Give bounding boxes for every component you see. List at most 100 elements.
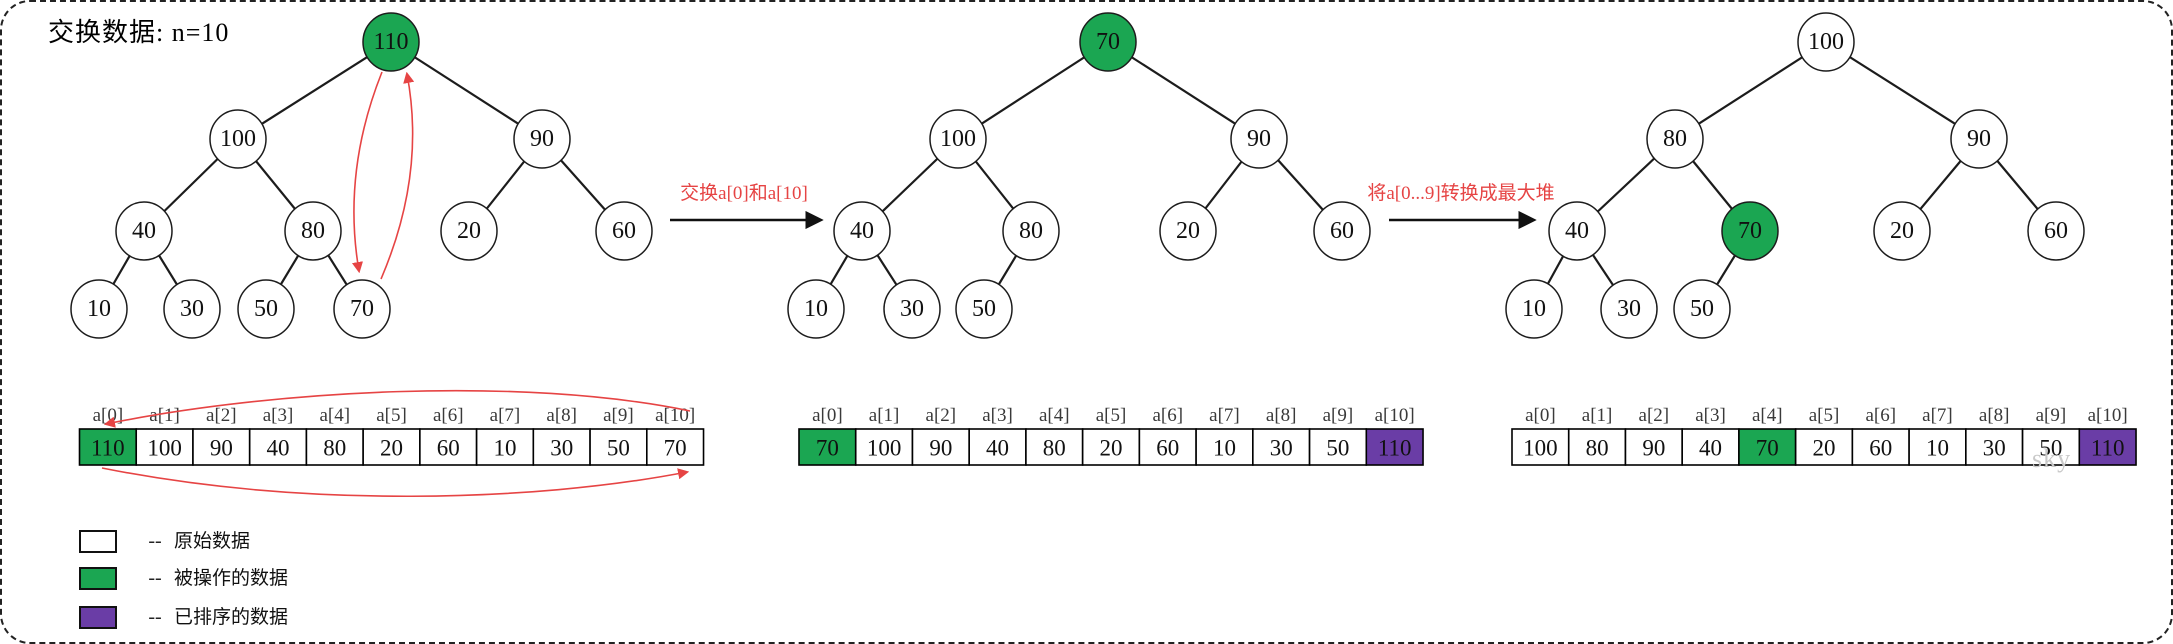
tree-node-circle xyxy=(1313,201,1371,261)
array-cell xyxy=(1195,428,1254,466)
array-index-label: a[4] xyxy=(319,405,350,426)
array-index-label: a[5] xyxy=(1809,405,1840,426)
array-cell-value: 110 xyxy=(91,436,125,461)
tree-node-circle xyxy=(237,279,295,339)
tree-node: 110 xyxy=(362,12,420,72)
array-cell xyxy=(135,428,194,466)
array-cell xyxy=(2078,428,2137,466)
transition-label: 将a[0...9]转换成最大堆 xyxy=(1367,182,1554,204)
array-cell xyxy=(475,428,535,466)
tree-node-circle xyxy=(883,279,941,339)
legend-swatch-purple xyxy=(79,606,117,629)
array-index-label: a[0] xyxy=(1525,405,1556,426)
array-index-label: a[9] xyxy=(2036,405,2067,426)
array-index-label: a[10] xyxy=(1375,405,1415,426)
tree-node-circle xyxy=(955,279,1013,339)
tree-node-circle xyxy=(929,109,987,169)
array-index-label: a[1] xyxy=(869,405,900,426)
array-index-label: a[6] xyxy=(1152,405,1183,426)
tree-node-circle xyxy=(163,279,221,339)
array-cell-value: 100 xyxy=(867,436,902,461)
legend-dash: -- xyxy=(148,530,162,552)
array-cell-value: 70 xyxy=(1756,436,1779,461)
array-cell-value: 90 xyxy=(210,436,233,461)
legend: -- 原始数据 -- 被操作的数据 -- 已排序的数据 xyxy=(2,2,502,642)
legend-swatch-white xyxy=(79,530,117,553)
array-cell-value: 20 xyxy=(1813,436,1836,461)
tree-node: 100 xyxy=(209,109,267,169)
array-index-label: a[8] xyxy=(1979,405,2010,426)
tree-node: 70 xyxy=(1721,201,1779,261)
tree-node-circle xyxy=(787,279,845,339)
legend-label: 已排序的数据 xyxy=(174,607,289,628)
tree-node-circle xyxy=(333,279,391,339)
array-index-label: a[9] xyxy=(603,405,634,426)
legend-label: 原始数据 xyxy=(174,531,251,552)
array-cell xyxy=(1965,428,2024,466)
array-cell xyxy=(911,428,970,466)
tree-node-circle xyxy=(1548,201,1606,261)
array-cell xyxy=(1025,428,1084,466)
array-index-label: a[9] xyxy=(1323,405,1354,426)
array-cell-value: 60 xyxy=(1156,436,1179,461)
tree-node: 90 xyxy=(1230,109,1288,169)
array-cell-value: 90 xyxy=(1642,436,1665,461)
watermark: sky xyxy=(2032,444,2072,473)
array-cell xyxy=(854,428,914,466)
array-cell xyxy=(305,428,364,466)
tree-edge xyxy=(1674,41,1827,140)
array-index-label: a[8] xyxy=(1266,405,1297,426)
legend-swatch-green xyxy=(79,567,117,590)
tree-edge xyxy=(237,41,392,140)
tree-node: 50 xyxy=(1673,279,1731,339)
tree-node-value: 60 xyxy=(612,218,636,244)
tree-node-value: 30 xyxy=(180,296,204,322)
array-cell xyxy=(1738,428,1797,466)
tree-node-value: 40 xyxy=(850,218,874,244)
array-cell-value: 110 xyxy=(2091,436,2125,461)
array-cell-value: 50 xyxy=(2039,436,2062,461)
tree-node-circle xyxy=(1002,201,1060,261)
tree-node: 60 xyxy=(2027,201,2085,261)
array-cell xyxy=(362,428,421,466)
array-cell-value: 10 xyxy=(1213,436,1236,461)
tree-node-value: 90 xyxy=(1967,126,1991,152)
tree-node-value: 40 xyxy=(1565,218,1589,244)
tree-node-circle xyxy=(2027,201,2085,261)
tree-node-value: 100 xyxy=(220,126,256,152)
array-cell xyxy=(1567,428,1627,466)
array-index-label: a[4] xyxy=(1752,405,1783,426)
tree-node-value: 90 xyxy=(1247,126,1271,152)
tree-node: 70 xyxy=(333,279,391,339)
array-cell xyxy=(248,428,308,466)
array-cell xyxy=(1511,428,1570,466)
tree-node-value: 40 xyxy=(132,218,156,244)
tree-node-value: 30 xyxy=(1617,296,1641,322)
tree-node-value: 20 xyxy=(1890,218,1914,244)
array-cell-value: 50 xyxy=(1326,436,1349,461)
tree-node-circle xyxy=(1646,109,1704,169)
array-cell xyxy=(419,428,478,466)
swap-arrow-array xyxy=(101,467,690,498)
array-cell xyxy=(1624,428,1683,466)
tree-node-value: 50 xyxy=(972,296,996,322)
array-3: a[0]100a[1]80a[2]90a[3]40a[4]70a[5]20a[6… xyxy=(1511,405,2137,466)
tree-node-circle xyxy=(1079,12,1137,72)
legend-dash: -- xyxy=(148,606,162,628)
tree-node-value: 60 xyxy=(2044,218,2068,244)
tree-node: 10 xyxy=(787,279,845,339)
array-cell xyxy=(1365,428,1424,466)
tree-node-circle xyxy=(1950,109,2008,169)
array-index-label: a[10] xyxy=(2088,405,2128,426)
tree-node-value: 50 xyxy=(254,296,278,322)
tree-node-value: 80 xyxy=(1019,218,1043,244)
array-cell xyxy=(1681,428,1740,466)
tree-node-circle xyxy=(115,201,173,261)
array-cell-value: 30 xyxy=(1983,436,2006,461)
diagram-title: 交换数据: n=10 xyxy=(48,18,230,47)
legend-label: 被操作的数据 xyxy=(174,568,289,589)
tree-node-value: 10 xyxy=(804,296,828,322)
